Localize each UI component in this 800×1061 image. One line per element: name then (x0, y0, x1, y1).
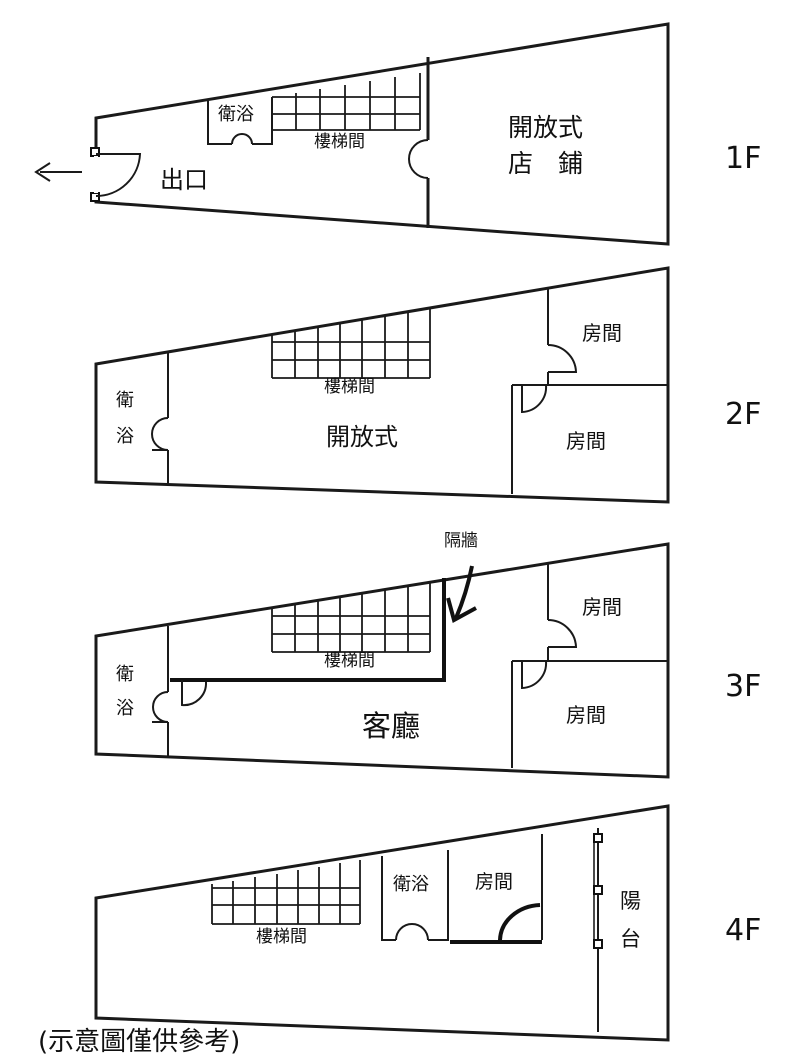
room-label-exit: 出口 (160, 166, 208, 194)
room-label-stairs: 樓梯間 (324, 651, 375, 671)
door-icon (521, 384, 548, 414)
room-label-room: 房間 (475, 871, 513, 893)
room-label-bath-line2: 浴 (116, 426, 134, 447)
room-label-bath: 衛浴 (218, 104, 254, 125)
floor-1f: 衛浴 樓梯間 開放式 店 鋪 出口 1F (34, 22, 761, 246)
stair-grid-3f (271, 582, 431, 653)
door-icon (395, 923, 429, 941)
door-icon (151, 417, 169, 451)
room-label-bath-line1: 衛 (116, 390, 134, 411)
room-label-stairs: 樓梯間 (256, 927, 307, 947)
stair-grid-1f (271, 73, 421, 131)
floor-3f: 衛 浴 樓梯間 客廳 房間 房間 隔牆 3F (94, 531, 761, 779)
room-label-shop-line2: 店 鋪 (508, 149, 583, 178)
floor-3f-outline (94, 542, 670, 779)
door-icon (547, 619, 578, 648)
door-icon (521, 660, 548, 690)
room-label-room-a: 房間 (582, 321, 622, 345)
room-label-balcony-line1: 陽 (620, 889, 641, 913)
room-label-room-b: 房間 (566, 703, 606, 727)
floor-2f: 衛 浴 樓梯間 開放式 房間 房間 2F (94, 266, 761, 504)
stair-grid-2f (271, 308, 431, 379)
partition-arrow-head-icon (446, 597, 477, 623)
floor-4f-outline (94, 804, 670, 1042)
door-icon (181, 680, 208, 707)
partition-label: 隔牆 (444, 531, 478, 551)
floor-label-2f: 2F (725, 397, 761, 432)
room-label-shop-line1: 開放式 (508, 113, 583, 142)
exit-arrow-icon (34, 162, 51, 182)
room-label-balcony-line2: 台 (620, 927, 641, 951)
room-label-open: 開放式 (326, 423, 398, 451)
floor-2f-outline (94, 266, 670, 504)
stair-grid-4f (211, 860, 361, 925)
floor-label-1f: 1F (725, 141, 761, 176)
door-icon (152, 691, 169, 723)
partition-wall (170, 578, 446, 682)
door-icon (408, 139, 429, 179)
door-icon (231, 133, 253, 145)
floor-label-4f: 4F (725, 913, 761, 948)
room-label-bath-line1: 衛 (116, 664, 134, 685)
floor-4f: 樓梯間 衛浴 房間 陽 台 4F (94, 804, 761, 1042)
exit-door-icon (95, 153, 142, 198)
disclaimer-note: (示意圖僅供參考) (38, 1027, 240, 1057)
room-label-stairs: 樓梯間 (314, 132, 365, 152)
room-label-room-a: 房間 (582, 595, 622, 619)
door-icon (547, 344, 578, 373)
room-label-room-b: 房間 (566, 429, 606, 453)
door-icon (498, 903, 541, 941)
room-label-stairs: 樓梯間 (324, 377, 375, 397)
floor-label-3f: 3F (725, 669, 761, 704)
partition-arrow (454, 565, 474, 619)
room-label-bath-line2: 浴 (116, 698, 134, 719)
room-label-living: 客廳 (362, 709, 420, 743)
room-label-bath: 衛浴 (393, 874, 429, 895)
